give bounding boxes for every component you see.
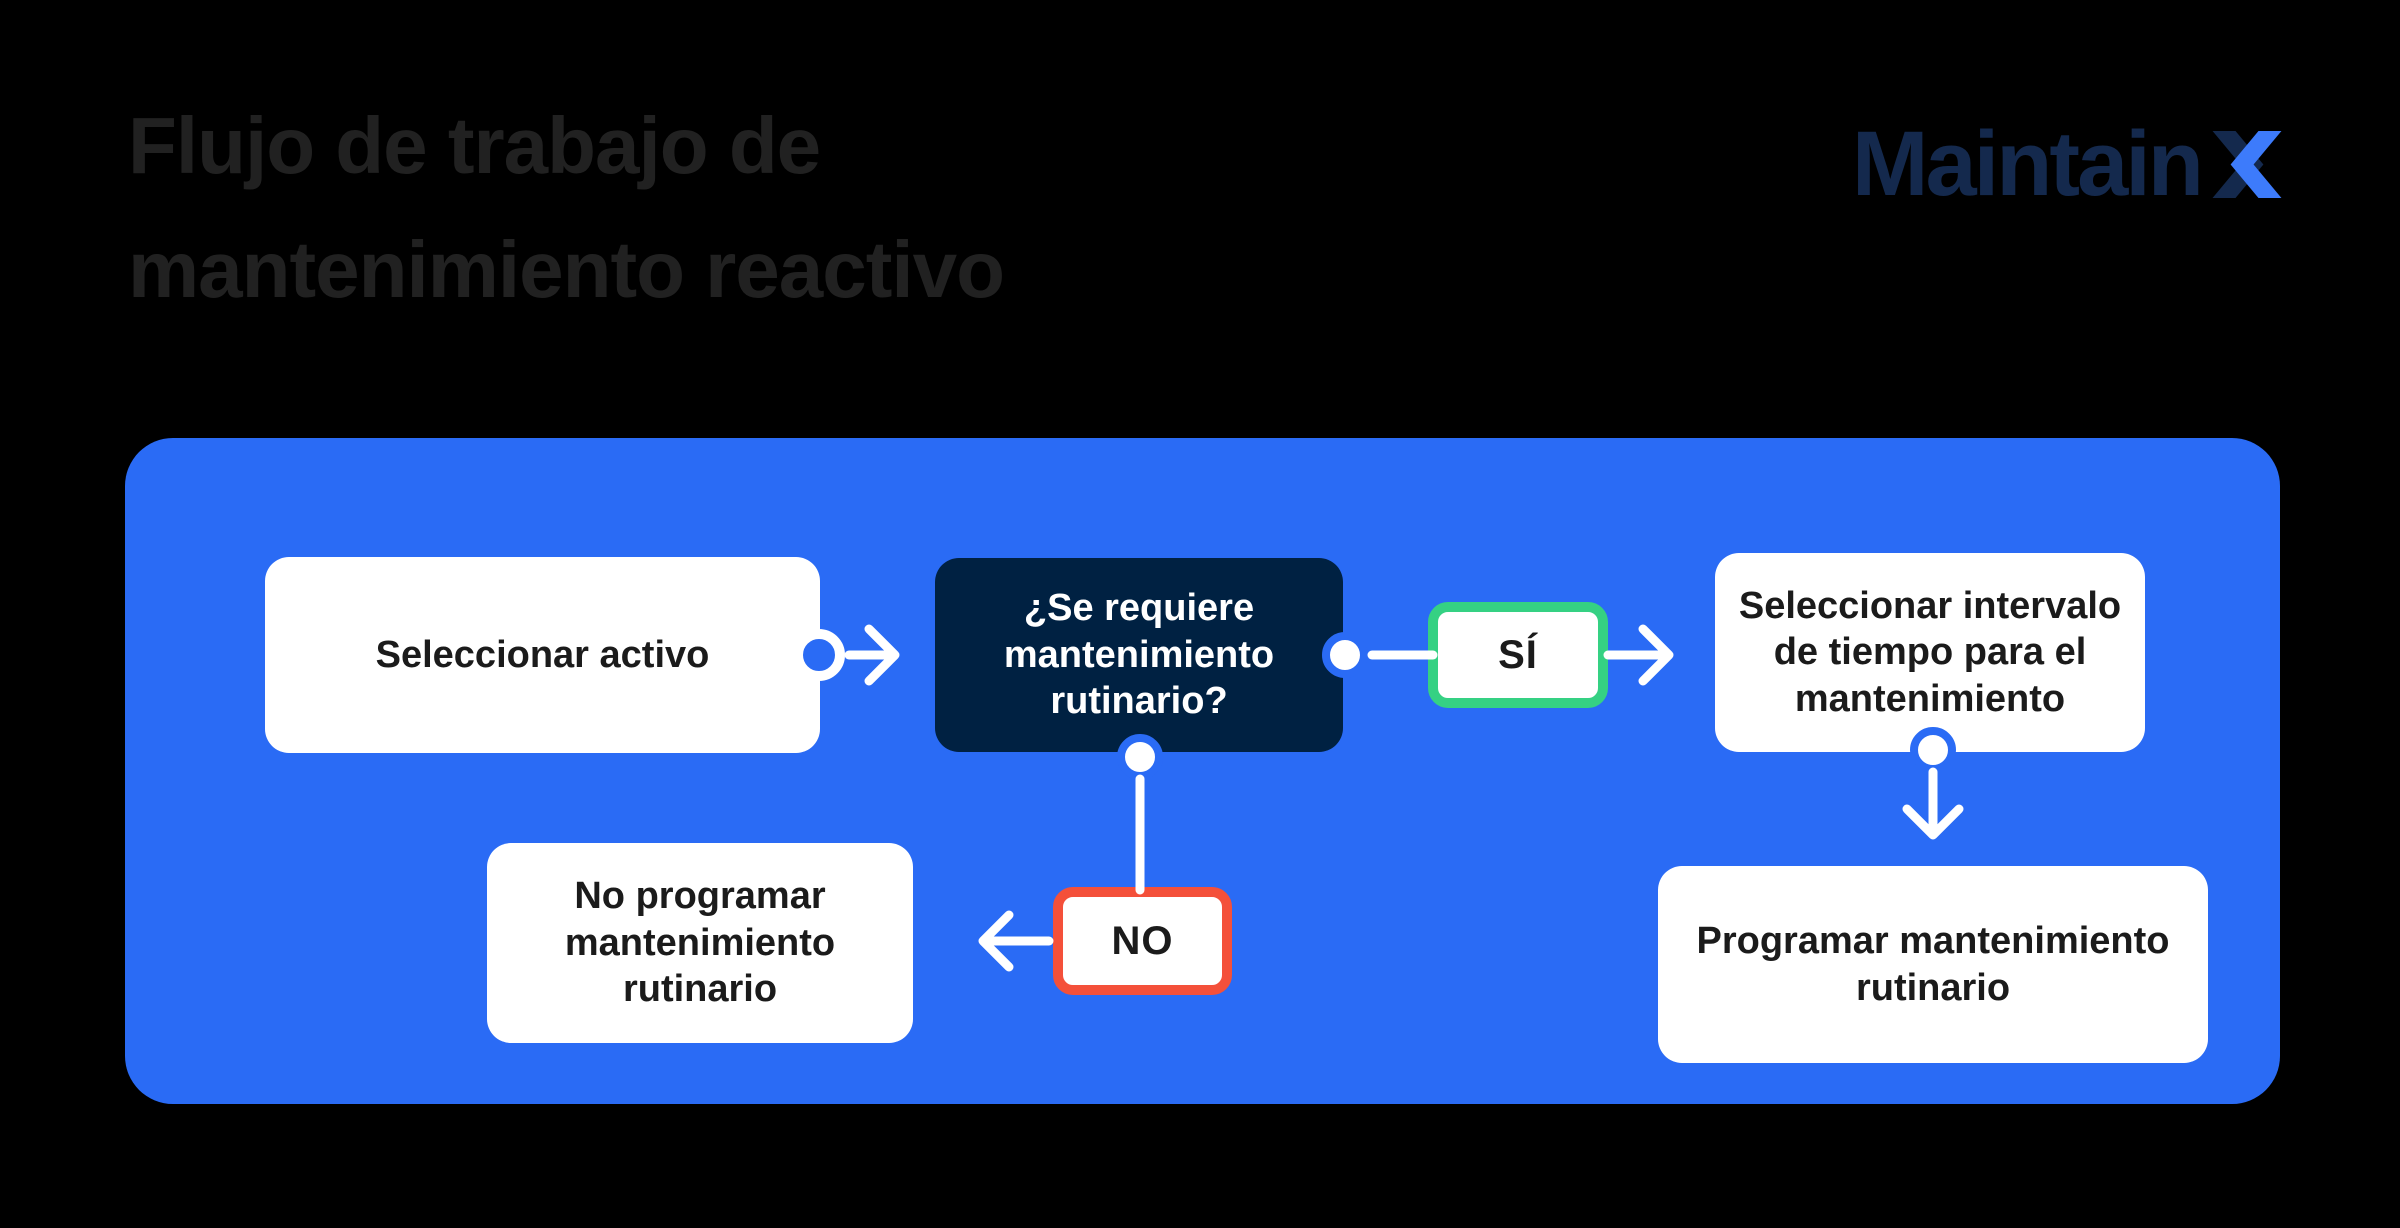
title-line-2: mantenimiento reactivo: [128, 225, 1005, 314]
flowchart-panel: Seleccionar activo ¿Se requiere mantenim…: [125, 438, 2280, 1104]
node-schedule: Programar mantenimiento rutinario: [1658, 866, 2208, 1063]
node-question-routine-maintenance: ¿Se requiere mantenimiento rutinario?: [935, 558, 1343, 752]
arrowhead-right-select-interval: [1638, 624, 1674, 686]
node-select-interval: Seleccionar intervalo de tiempo para el …: [1715, 553, 2145, 752]
title-line-1: Flujo de trabajo de: [128, 101, 821, 190]
node-select-asset: Seleccionar activo: [265, 557, 820, 753]
arrowhead-down-schedule: [1902, 804, 1964, 840]
branch-no-label: NO: [1053, 887, 1232, 995]
arrowhead-right-question: [864, 624, 900, 686]
maintainx-logo: Maintain: [1852, 118, 2288, 210]
arrowhead-left-no-schedule: [978, 910, 1014, 972]
maintainx-x-icon: [2212, 130, 2282, 198]
logo-wordmark: Maintain: [1851, 113, 2204, 215]
branch-yes-label: SÍ: [1428, 602, 1608, 708]
page-title: Flujo de trabajo de mantenimiento reacti…: [128, 84, 1005, 332]
node-no-schedule: No programar mantenimiento rutinario: [487, 843, 913, 1043]
